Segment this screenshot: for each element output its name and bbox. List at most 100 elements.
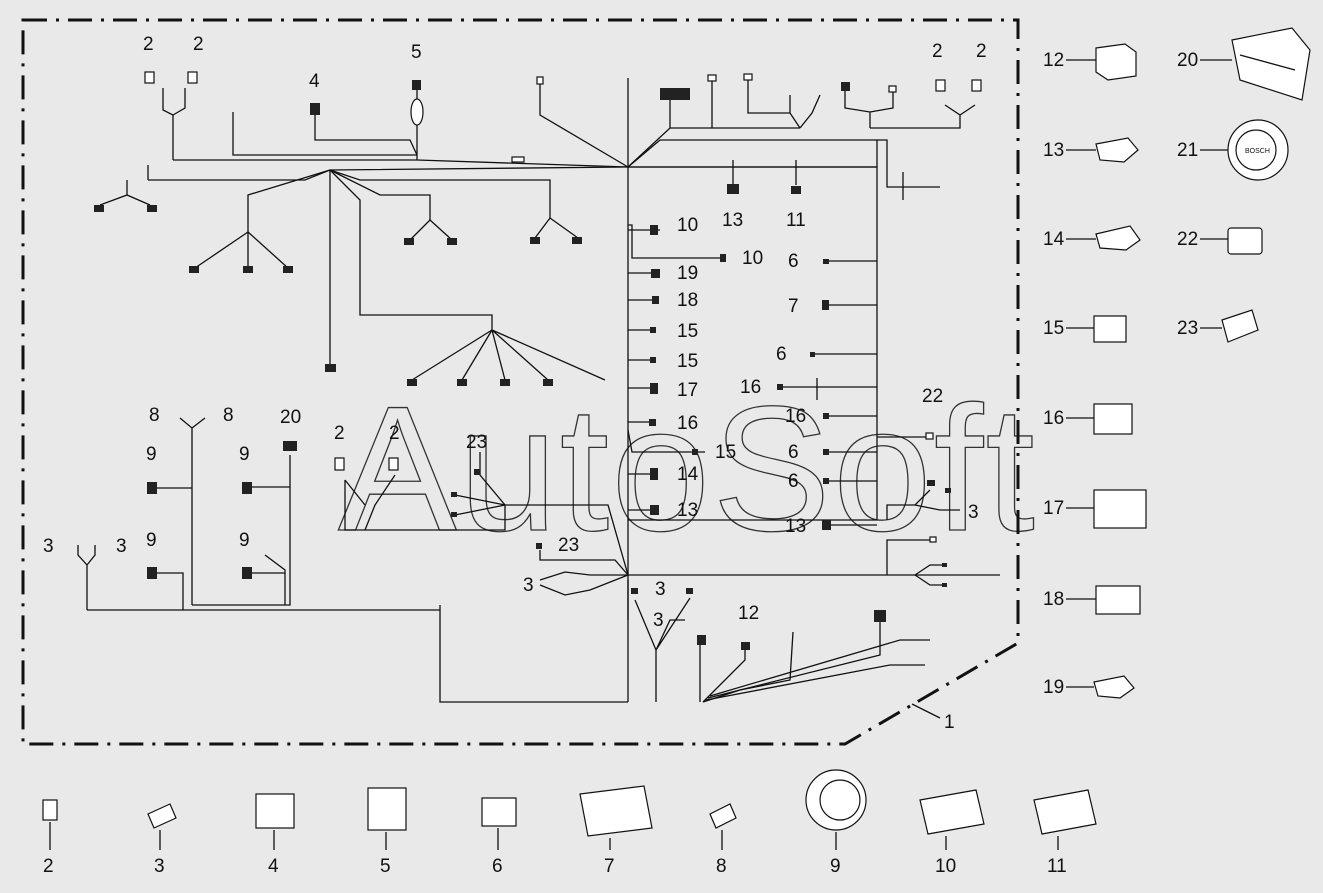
svg-text:18: 18 [1043, 589, 1064, 610]
callout-15a: 15 [677, 321, 698, 342]
callout-20a: 20 [280, 407, 301, 428]
legend-item-4: 4 [255, 793, 295, 877]
svg-text:6: 6 [492, 856, 503, 877]
connector21-brand: BOSCH [1245, 148, 1270, 155]
callout-17a: 17 [677, 380, 698, 401]
callout-6d: 6 [788, 471, 799, 492]
callout-6b: 6 [776, 344, 787, 365]
svg-text:2: 2 [43, 856, 54, 877]
svg-text:7: 7 [604, 856, 615, 877]
callout-9c: 9 [146, 530, 157, 551]
leader-1 [911, 703, 941, 719]
callout-2a: 2 [143, 34, 154, 55]
callout-22a: 22 [922, 386, 943, 407]
callout-3e: 3 [655, 579, 666, 600]
callout-16b: 16 [677, 413, 698, 434]
svg-text:4: 4 [268, 856, 279, 877]
svg-text:17: 17 [1043, 498, 1064, 519]
harness-wires [77, 78, 1000, 703]
legend-item-11: 11 [1033, 789, 1097, 877]
callout-9d: 9 [239, 530, 250, 551]
callout-6c: 6 [788, 442, 799, 463]
legend-item-10: 10 [919, 789, 985, 877]
legend-item-22: 22 [1177, 227, 1263, 255]
callout-16a: 16 [740, 377, 761, 398]
legend-item-3: 3 [147, 803, 177, 877]
callout-23a: 23 [466, 432, 487, 453]
callout-6a: 6 [788, 251, 799, 272]
callout-23b: 23 [558, 535, 579, 556]
callout-2d: 2 [976, 41, 987, 62]
svg-text:16: 16 [1043, 408, 1064, 429]
callout-4: 4 [309, 71, 320, 92]
callout-13b: 13 [677, 500, 698, 521]
svg-text:22: 22 [1177, 229, 1198, 250]
legend-item-18: 18 [1043, 585, 1141, 615]
callout-10b: 10 [742, 248, 763, 269]
watermark: AutoSoft [338, 369, 1037, 568]
svg-text:19: 19 [1043, 677, 1064, 698]
callout-15b: 15 [677, 351, 698, 372]
callout-3d: 3 [523, 575, 534, 596]
callout-16c: 16 [785, 406, 806, 427]
legend-item-23: 23 [1177, 309, 1259, 343]
svg-text:15: 15 [1043, 318, 1064, 339]
callout-19a: 19 [677, 263, 698, 284]
legend-item-19: 19 [1043, 675, 1135, 699]
legend-item-8: 8 [709, 803, 737, 877]
legend-item-17: 17 [1043, 489, 1147, 529]
legend-item-14: 14 [1043, 225, 1141, 251]
callout-15c: 15 [715, 442, 736, 463]
legend-item-9: 9 [805, 769, 867, 877]
svg-text:10: 10 [935, 856, 956, 877]
legend-item-7: 7 [579, 785, 653, 877]
callout-2c: 2 [932, 41, 943, 62]
svg-text:9: 9 [830, 856, 841, 877]
callout-2b: 2 [193, 34, 204, 55]
legend-item-5: 5 [367, 787, 407, 877]
callout-10a: 10 [677, 215, 698, 236]
callout-3b: 3 [43, 536, 54, 557]
svg-text:8: 8 [716, 856, 727, 877]
svg-text:5: 5 [380, 856, 391, 877]
callout-7a: 7 [788, 296, 799, 317]
callout-12a: 12 [738, 603, 759, 624]
callout-14a: 14 [677, 464, 699, 485]
callout-labels: 2 2 4 5 2 2 13 11 10 10 19 18 15 15 17 1… [43, 34, 987, 733]
legend-item-21: 21 BOSCH [1177, 119, 1289, 181]
callout-3f: 3 [653, 610, 664, 631]
legend-item-12: 12 [1043, 43, 1137, 81]
callout-1: 1 [944, 712, 955, 733]
legend-item-6: 6 [481, 797, 517, 877]
callout-2f: 2 [389, 423, 400, 444]
callout-2e: 2 [334, 423, 345, 444]
legend-item-13: 13 [1043, 137, 1139, 163]
legend-item-20: 20 [1177, 27, 1311, 101]
svg-text:21: 21 [1177, 140, 1198, 161]
svg-text:23: 23 [1177, 318, 1198, 339]
legend-item-16: 16 [1043, 403, 1133, 435]
legend-item-2: 2 [42, 799, 58, 877]
callout-18a: 18 [677, 290, 698, 311]
legend-bottom: 2 3 4 5 6 7 8 9 10 11 [42, 769, 1097, 877]
callout-13c: 13 [785, 516, 806, 537]
svg-text:20: 20 [1177, 50, 1198, 71]
svg-text:11: 11 [1047, 856, 1067, 877]
svg-text:14: 14 [1043, 229, 1065, 250]
callout-3a: 3 [968, 502, 979, 523]
callout-8b: 8 [223, 405, 234, 426]
callout-5: 5 [411, 42, 422, 63]
callout-11a: 11 [786, 210, 806, 231]
svg-text:13: 13 [1043, 140, 1064, 161]
assembly-border [21, 18, 1020, 746]
svg-text:12: 12 [1043, 50, 1064, 71]
callout-9a: 9 [146, 444, 157, 465]
callout-3c: 3 [116, 536, 127, 557]
callout-8a: 8 [149, 405, 160, 426]
harness-connectors [94, 71, 982, 650]
svg-text:3: 3 [154, 856, 165, 877]
legend-item-15: 15 [1043, 315, 1127, 343]
callout-9b: 9 [239, 444, 250, 465]
